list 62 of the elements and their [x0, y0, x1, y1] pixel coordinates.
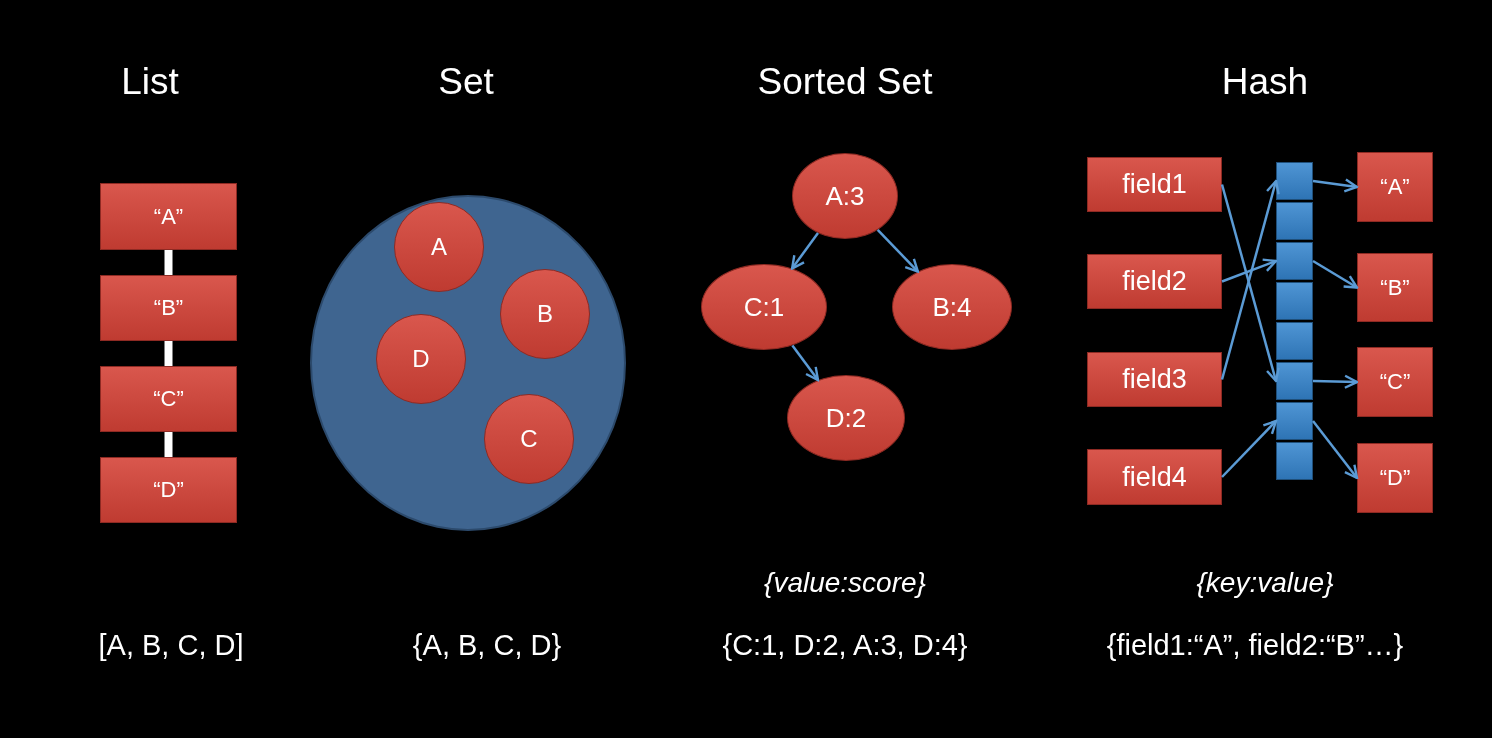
bucket-cell [1276, 162, 1313, 200]
value-box [1357, 152, 1433, 222]
value-box [1087, 254, 1222, 309]
example-text: {C:1, D:2, A:3, D:4} [722, 628, 968, 662]
bucket-cell [1276, 442, 1313, 480]
value-box [100, 457, 237, 523]
node-text: D:2 [825, 402, 867, 434]
arrow [791, 344, 820, 382]
panel-title: Hash [1221, 61, 1309, 103]
node-text: “C” [1379, 369, 1411, 395]
node-text: A:3 [825, 180, 865, 212]
arrow [1312, 178, 1359, 193]
panel-title: Set [438, 61, 494, 103]
node-text: field2 [1122, 266, 1187, 297]
node-text: B:4 [932, 291, 972, 323]
node-text: B [537, 300, 553, 328]
value-box [1087, 352, 1222, 407]
value-box [1357, 347, 1433, 417]
node-text: “B” [1380, 274, 1410, 301]
arrow [1221, 419, 1278, 478]
example-text: [A, B, C, D] [98, 628, 244, 662]
example-text: {field1:“A”, field2:“B”…} [1106, 628, 1404, 662]
notation-text: {value:score} [764, 567, 926, 599]
node-text: D [412, 345, 430, 373]
value-box [1087, 157, 1222, 212]
panel-title: List [121, 61, 179, 103]
bucket-cell [1276, 362, 1313, 400]
node-text: “A” [153, 203, 184, 230]
node-text: field4 [1122, 461, 1187, 493]
value-box [100, 183, 237, 250]
node-text: “B” [153, 295, 184, 321]
bucket-cell [1276, 322, 1313, 360]
notation-text: {key:value} [1196, 567, 1334, 599]
panel-title: Sorted Set [757, 61, 933, 103]
node-text: “A” [1380, 174, 1410, 200]
arrow [1221, 258, 1278, 283]
connector-bar [164, 432, 173, 457]
value-box [1357, 253, 1433, 322]
node-text: “D” [153, 477, 184, 503]
node-text: A [431, 233, 447, 261]
value-box [1357, 443, 1433, 513]
arrow [1312, 420, 1359, 480]
node-text: field1 [1122, 169, 1187, 200]
node-text: “C” [153, 386, 184, 412]
arrow [1312, 259, 1359, 289]
bucket-cell [1276, 242, 1313, 280]
bucket-cell [1276, 282, 1313, 320]
node-text: C [520, 425, 538, 453]
arrow [876, 229, 920, 273]
value-box [1087, 449, 1222, 505]
bucket-cell [1276, 402, 1313, 440]
connector-bar [164, 250, 173, 275]
example-text: {A, B, C, D} [412, 628, 562, 662]
arrow [1312, 374, 1359, 389]
node-text: field3 [1122, 364, 1187, 395]
value-box [100, 366, 237, 432]
node-text: “D” [1379, 465, 1411, 491]
bucket-cell [1276, 202, 1313, 240]
node-text: C:1 [743, 291, 785, 323]
connector-bar [164, 341, 173, 366]
arrow [790, 232, 819, 270]
value-box [100, 275, 237, 341]
